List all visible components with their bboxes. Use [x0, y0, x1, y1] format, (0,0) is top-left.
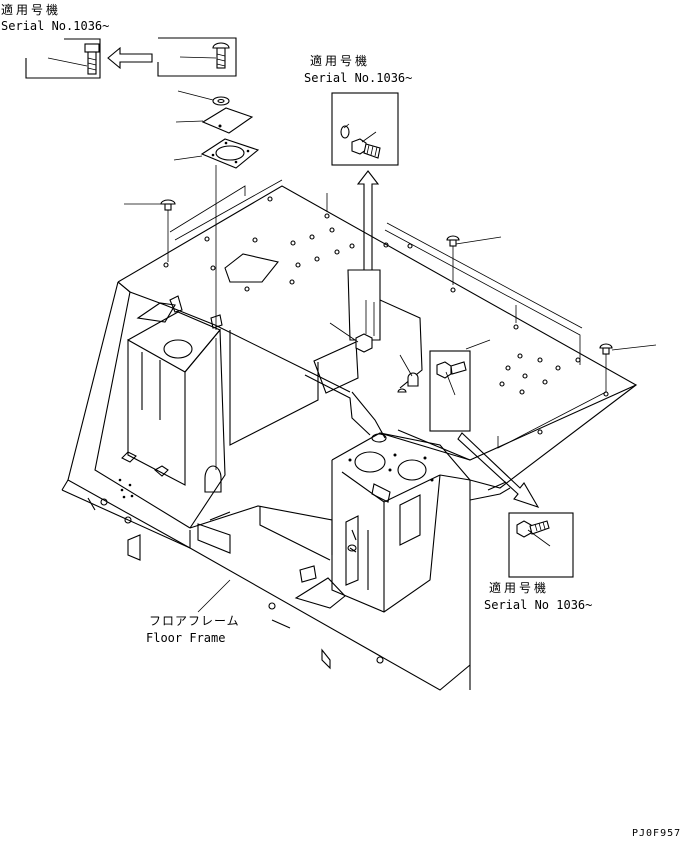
- bolt-icon: [397, 354, 419, 393]
- floor-frame-label-jp: フロアフレーム: [149, 614, 240, 628]
- callout-bottom-right: 適用号機 Serial No 1036~: [484, 512, 592, 612]
- bolt-icon: [179, 42, 230, 69]
- bolt-icon: [446, 235, 502, 285]
- applicable-model-label-jp: 適用号機: [1, 2, 61, 17]
- callout-top-center: 適用号機 Serial No.1036~: [304, 53, 412, 166]
- deck-holes: [163, 196, 609, 435]
- bolt-icon: [47, 43, 100, 75]
- drawing-code: PJ0F957: [632, 828, 681, 839]
- bolt-icon: [329, 300, 375, 353]
- arrow-down-right-icon: [457, 432, 540, 508]
- new-bolt-box: [25, 38, 101, 79]
- exploded-parts: [124, 90, 657, 470]
- bolt-icon: [599, 343, 657, 392]
- arrow-left-icon: [107, 46, 153, 70]
- floor-frame: [61, 179, 638, 691]
- washer-icon: [177, 90, 230, 106]
- bolt-icon: [516, 520, 551, 547]
- plate-icon: [175, 107, 254, 134]
- bolt-icon: [124, 199, 176, 262]
- floor-frame-label: フロアフレーム Floor Frame: [146, 579, 240, 645]
- serial-number-label: Serial No.1036~: [1, 19, 109, 33]
- floor-frame-label-en: Floor Frame: [146, 631, 225, 645]
- applicable-model-label-jp: 適用号機: [489, 580, 549, 595]
- detail-box: [508, 512, 574, 578]
- serial-number-label: Serial No.1036~: [304, 71, 412, 85]
- arrow-up-icon: [356, 170, 380, 271]
- deck-opening: [224, 253, 279, 283]
- detail-box: [331, 92, 399, 166]
- detail-box: [429, 350, 471, 432]
- bolt-icon: [340, 123, 381, 159]
- gasket-icon: [173, 138, 260, 169]
- applicable-model-label-jp: 適用号機: [310, 53, 370, 68]
- old-bolt-box: [157, 37, 237, 77]
- callout-top-left: 適用号機 Serial No.1036~: [1, 2, 237, 79]
- bolt-icon: [436, 339, 491, 396]
- serial-number-label: Serial No 1036~: [484, 598, 592, 612]
